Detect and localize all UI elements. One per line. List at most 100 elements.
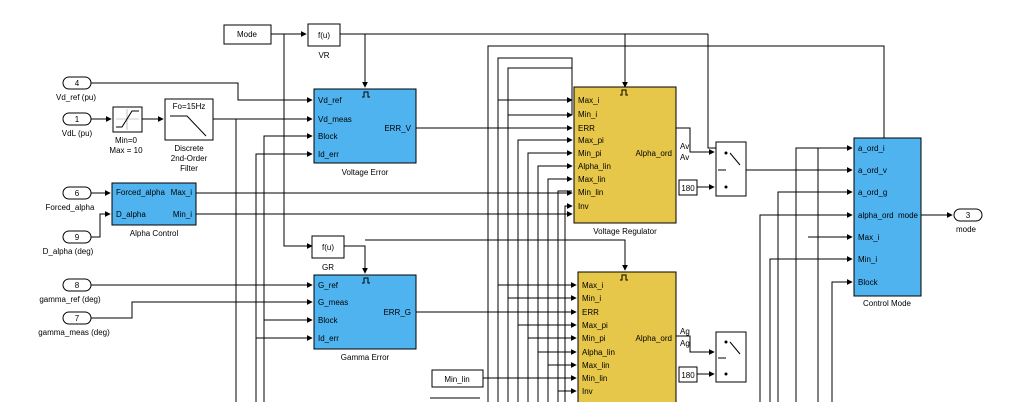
ag-goto-tag: Ag	[680, 327, 690, 336]
voltage-error-title: Voltage Error	[342, 168, 389, 177]
cmode-in-a-ord-g: a_ord_g	[858, 188, 887, 197]
trigger-icon	[362, 91, 370, 98]
switch-bottom-block[interactable]	[715, 331, 747, 383]
filter-title-line1: Discrete	[174, 144, 204, 153]
greg-in-min-i: Min_i	[582, 294, 601, 303]
inport-d-alpha-number: 9	[75, 233, 80, 242]
switch-top-block[interactable]	[715, 141, 747, 197]
voltage-error-in4: Id_err	[318, 150, 339, 159]
voltage-error-in2: Vd_meas	[318, 115, 352, 124]
inport-gamma-ref-label: gamma_ref (deg)	[39, 295, 101, 304]
inport-vd-ref-label: Vd_ref (pu)	[56, 93, 96, 102]
greg-in-max-i: Max_i	[582, 281, 604, 290]
fcn-gr-label: GR	[322, 263, 334, 272]
control-mode-title: Control Mode	[863, 299, 912, 308]
alpha-control-out2: Min_i	[173, 210, 192, 219]
av-from-tag: Av	[680, 153, 689, 162]
voltage-error-block[interactable]: Vd_ref Vd_meas Block Id_err ERR_V Voltag…	[313, 88, 417, 177]
gamma-error-in2: G_meas	[318, 298, 348, 307]
alpha-control-in2: D_alpha	[116, 210, 146, 219]
voltage-error-in1: Vd_ref	[318, 96, 342, 105]
inport-forced-alpha[interactable]: 6 Forced_alpha	[46, 186, 95, 212]
inport-gamma-meas-number: 7	[75, 314, 80, 323]
const-180-bottom[interactable]: 180	[678, 366, 698, 383]
vreg-in-max-lin: Max_lin	[578, 175, 606, 184]
vreg-in-min-i: Min_i	[578, 110, 597, 119]
trigger-icon	[620, 89, 628, 96]
saturation-max-label: Max = 10	[109, 146, 143, 155]
inport-vd-ref-number: 4	[75, 79, 80, 88]
control-mode-block[interactable]: a_ord_i a_ord_v a_ord_g alpha_ord Max_i …	[853, 137, 922, 308]
const-180-top[interactable]: 180	[678, 179, 698, 196]
signal-lines	[91, 31, 953, 402]
inport-d-alpha-label: D_alpha (deg)	[43, 247, 94, 256]
cmode-in-max-i: Max_i	[858, 233, 880, 242]
inport-vdl[interactable]: 1 VdL (pu)	[62, 112, 93, 138]
fcn-gr-block[interactable]: f(u) GR	[311, 235, 345, 272]
gamma-error-in4: Id_err	[318, 334, 339, 343]
greg-in-alpha-lin: Alpha_lin	[582, 348, 615, 357]
inport-vd-ref[interactable]: 4 Vd_ref (pu)	[56, 76, 96, 102]
vreg-in-inv: Inv	[578, 202, 589, 211]
greg-in-max-pi: Max_pi	[582, 321, 608, 330]
ag-from-tag: Ag	[680, 339, 690, 348]
filter-block[interactable]: Fo=15Hz Discrete 2nd-Order Filter	[164, 98, 214, 173]
vreg-out: Alpha_ord	[636, 149, 672, 158]
gamma-error-block[interactable]: G_ref G_meas Block Id_err ERR_G Gamma Er…	[313, 274, 417, 362]
vreg-in-max-pi: Max_pi	[578, 136, 604, 145]
greg-in-err: ERR	[582, 308, 599, 317]
min-lin-constant-block[interactable]: Min_lin	[431, 369, 484, 388]
outport-mode[interactable]: 3 mode	[953, 208, 983, 234]
min-lin-constant-label: Min_lin	[444, 375, 469, 384]
const-180-top-label: 180	[681, 184, 695, 193]
greg-in-min-pi: Min_pi	[582, 334, 606, 343]
gamma-regulator-block[interactable]: Max_i Min_i ERR Max_pi Min_pi Alpha_lin …	[577, 271, 677, 402]
lowpass-icon	[170, 115, 207, 137]
voltage-error-out: ERR_V	[384, 124, 411, 133]
inport-d-alpha[interactable]: 9 D_alpha (deg)	[43, 230, 94, 256]
vreg-in-min-pi: Min_pi	[578, 149, 602, 158]
cmode-in-min-i: Min_i	[858, 255, 877, 264]
fcn-gr-expr: f(u)	[322, 243, 334, 252]
inport-gamma-ref[interactable]: 8 gamma_ref (deg)	[39, 278, 101, 304]
cmode-in-block: Block	[858, 278, 879, 287]
cmode-in-a-ord-i: a_ord_i	[858, 144, 885, 153]
vreg-in-err: ERR	[578, 124, 595, 133]
outport-mode-label: mode	[956, 225, 977, 234]
greg-in-inv: Inv	[582, 387, 593, 396]
alpha-control-title: Alpha Control	[130, 229, 179, 238]
gamma-error-title: Gamma Error	[341, 353, 390, 362]
voltage-error-in3: Block	[318, 132, 339, 141]
voltage-regulator-block[interactable]: Max_i Min_i ERR Max_pi Min_pi Alpha_lin …	[573, 86, 677, 236]
filter-title-line3: Filter	[180, 164, 198, 173]
cmode-in-alpha-ord: alpha_ord	[858, 211, 894, 220]
voltage-regulator-title: Voltage Regulator	[593, 227, 657, 236]
filter-title-line2: 2nd-Order	[171, 154, 208, 163]
fcn-vr-block[interactable]: f(u) VR	[307, 23, 341, 60]
fcn-vr-expr: f(u)	[318, 31, 330, 40]
inport-vdl-label: VdL (pu)	[62, 129, 93, 138]
inport-gamma-meas[interactable]: 7 gamma_meas (deg)	[38, 311, 110, 337]
inport-gamma-meas-label: gamma_meas (deg)	[38, 328, 110, 337]
cmode-in-a-ord-v: a_ord_v	[858, 166, 887, 175]
fcn-vr-label: VR	[318, 51, 329, 60]
vreg-in-alpha-lin: Alpha_lin	[578, 162, 611, 171]
trigger-icon	[620, 274, 628, 281]
saturation-icon	[116, 110, 139, 128]
gamma-error-in1: G_ref	[318, 281, 339, 290]
outport-mode-number: 3	[966, 211, 971, 220]
greg-in-max-lin: Max_lin	[582, 361, 610, 370]
inport-forced-alpha-label: Forced_alpha	[46, 203, 95, 212]
cmode-out: mode	[898, 211, 919, 220]
filter-param-label: Fo=15Hz	[173, 102, 206, 111]
mode-constant-block[interactable]: Mode	[223, 24, 272, 45]
inport-gamma-ref-number: 8	[75, 281, 80, 290]
greg-in-min-lin: Min_lin	[582, 374, 607, 383]
alpha-control-block[interactable]: Forced_alpha D_alpha Max_i Min_i Alpha C…	[111, 182, 197, 238]
alpha-control-in1: Forced_alpha	[116, 188, 165, 197]
saturation-block[interactable]: Min=0 Max = 10	[109, 106, 143, 155]
inport-vdl-number: 1	[75, 115, 80, 124]
alpha-control-out1: Max_i	[171, 188, 193, 197]
trigger-icon	[362, 277, 370, 284]
